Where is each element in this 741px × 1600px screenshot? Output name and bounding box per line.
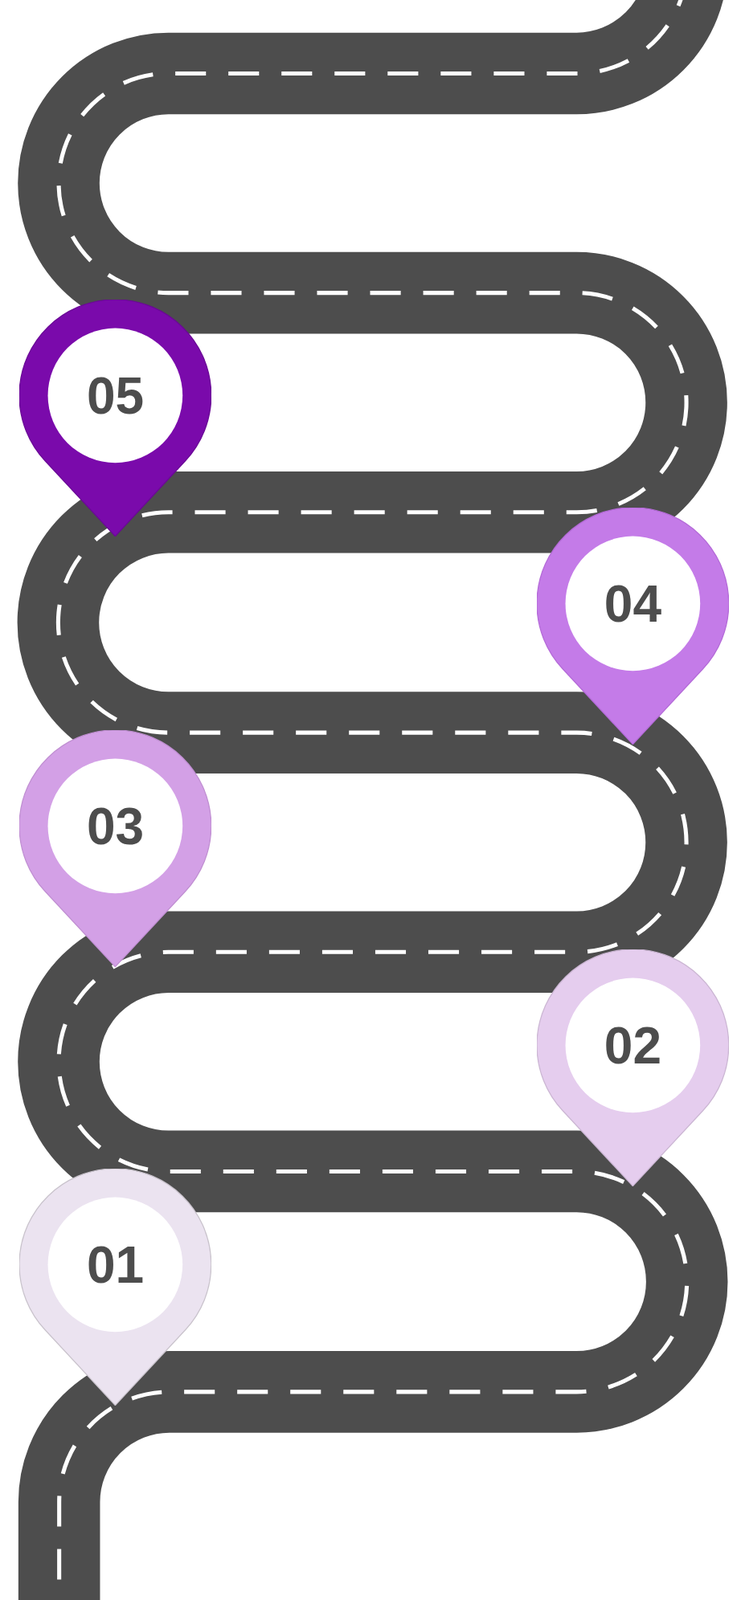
pin-label-box: 03 (19, 730, 212, 923)
pin-label-box: 04 (536, 507, 729, 701)
pin-label-box: 02 (536, 949, 729, 1143)
pin-face (48, 1198, 184, 1334)
location-pin: 04 (536, 507, 729, 746)
location-pin: 05 (19, 299, 212, 537)
step-number: 01 (86, 1240, 144, 1292)
pin-body (19, 730, 212, 968)
pin-face (565, 978, 701, 1114)
pin-label-box: 01 (19, 1169, 212, 1362)
pin-body (19, 1169, 212, 1407)
location-pin: 01 (19, 1169, 212, 1407)
pin-body (536, 507, 729, 746)
pin-face (48, 759, 184, 895)
pin-face (48, 328, 184, 464)
pin-body (536, 949, 729, 1188)
step-number: 05 (86, 370, 144, 422)
pin-label-box: 05 (19, 299, 212, 492)
pin-face (565, 536, 701, 672)
step-number: 04 (604, 578, 662, 631)
location-pin: 02 (536, 949, 729, 1188)
step-number: 02 (604, 1020, 662, 1073)
location-pin: 03 (19, 730, 212, 968)
step-number: 03 (86, 801, 144, 853)
pin-body (19, 299, 212, 537)
